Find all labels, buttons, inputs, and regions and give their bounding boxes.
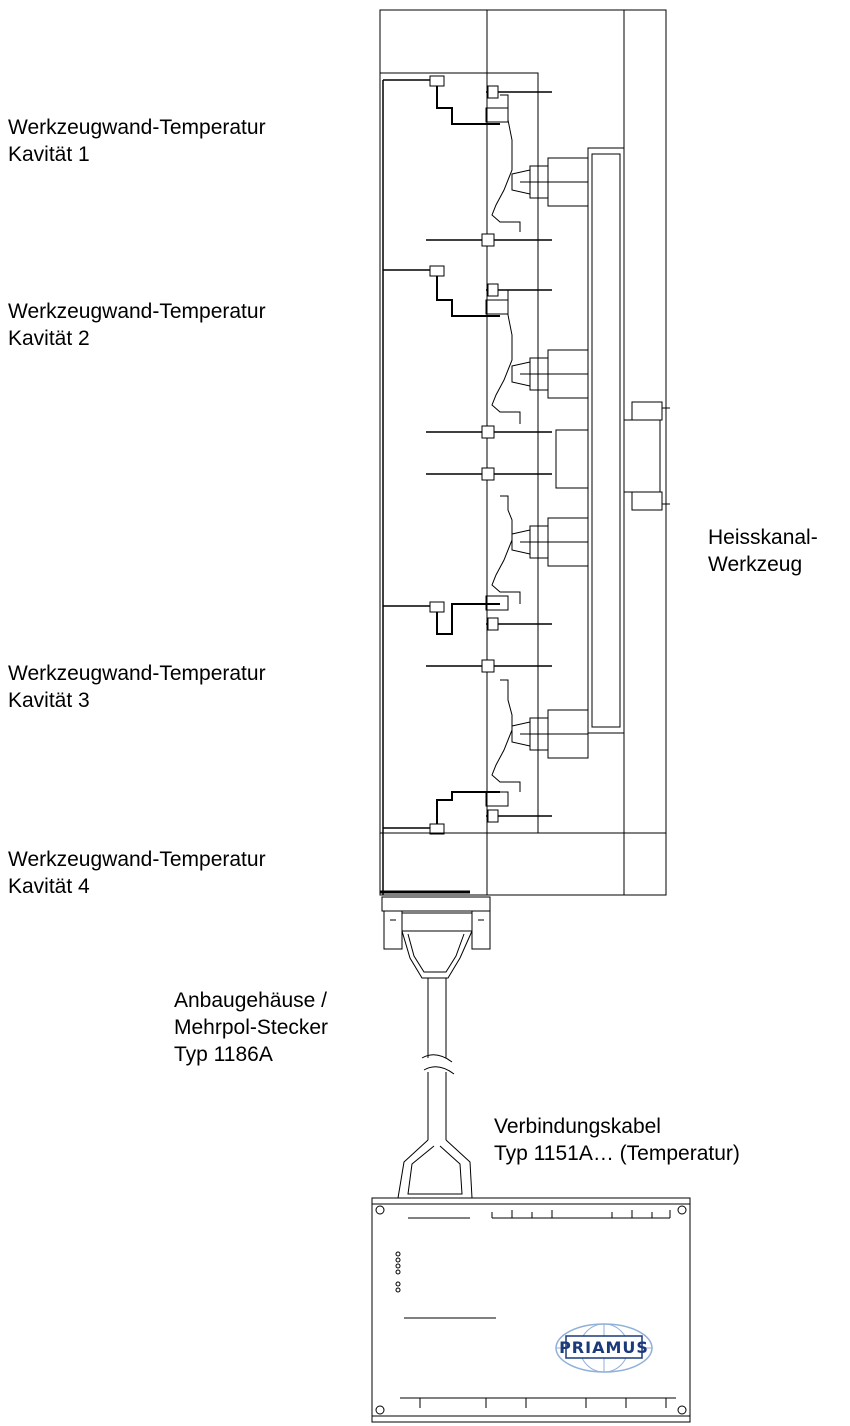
sensor-wiring — [380, 79, 470, 895]
label-cavity-2: Werkzeugwand-Temperatur Kavität 2 — [8, 298, 266, 352]
label-cavity-4: Werkzeugwand-Temperatur Kavität 4 — [8, 846, 266, 900]
mounting-housing — [381, 896, 491, 979]
label-housing-line2: Mehrpol-Stecker — [174, 1016, 329, 1039]
priamus-logo — [555, 1323, 653, 1373]
connection-cable — [421, 978, 455, 1140]
sensor-cavity-3 — [429, 595, 509, 635]
label-cavity-4-line1: Werkzeugwand-Temperatur — [8, 848, 266, 871]
label-cavity-3: Werkzeugwand-Temperatur Kavität 3 — [8, 660, 266, 714]
label-cable-line2: Typ 1151A… (Temperatur) — [494, 1142, 740, 1165]
mold-outer-frame — [379, 9, 667, 896]
label-mounting-housing: Anbaugehäuse / Mehrpol-Stecker Typ 1186A — [174, 987, 328, 1068]
nozzle-1 — [511, 157, 589, 207]
label-cavity-3-line1: Werkzeugwand-Temperatur — [8, 662, 266, 685]
cable-plug — [397, 1139, 473, 1199]
nozzle-4 — [511, 709, 589, 759]
label-hot-runner-line2: Werkzeug — [708, 553, 803, 576]
label-cavity-1: Werkzeugwand-Temperatur Kavität 1 — [8, 114, 266, 168]
nozzle-3 — [511, 517, 589, 567]
label-housing-line1: Anbaugehäuse / — [174, 989, 327, 1012]
label-connection-cable: Verbindungskabel Typ 1151A… (Temperatur) — [494, 1113, 740, 1167]
amplifier-unit — [371, 1197, 691, 1423]
manifold-connector — [623, 419, 661, 493]
label-hot-runner-line1: Heisskanal- — [708, 526, 818, 549]
label-cavity-3-line2: Kavität 3 — [8, 689, 90, 712]
sensor-cavity-2 — [429, 265, 509, 317]
label-housing-line3: Typ 1186A — [174, 1043, 273, 1066]
label-cable-line1: Verbindungskabel — [494, 1115, 661, 1138]
sensor-cavity-4 — [429, 791, 509, 835]
label-cavity-2-line2: Kavität 2 — [8, 327, 90, 350]
sensor-cavity-1 — [429, 75, 509, 125]
label-cavity-4-line2: Kavität 4 — [8, 875, 90, 898]
label-cavity-1-line2: Kavität 1 — [8, 143, 90, 166]
nozzle-2 — [511, 349, 589, 399]
hot-runner-manifold — [587, 147, 625, 734]
label-cavity-1-line1: Werkzeugwand-Temperatur — [8, 116, 266, 139]
label-hot-runner-mold: Heisskanal- Werkzeug — [708, 524, 818, 578]
label-cavity-2-line1: Werkzeugwand-Temperatur — [8, 300, 266, 323]
logo-text: PRIAMUS — [559, 1338, 649, 1357]
